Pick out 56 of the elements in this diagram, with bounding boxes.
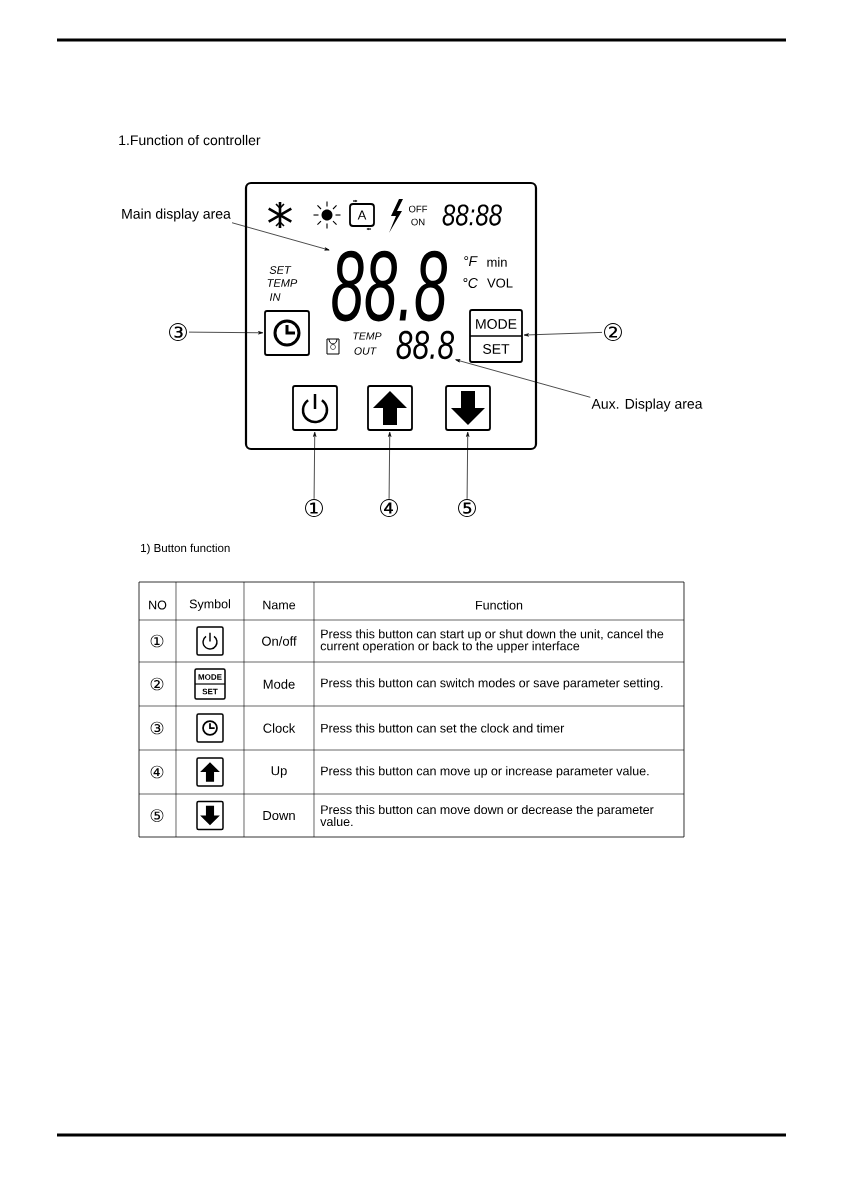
callout-number: ⑤ (458, 499, 476, 517)
callout-number: ④ (380, 499, 398, 517)
up-arrow-button (367, 385, 413, 431)
row-number: ② (150, 677, 164, 691)
button-name: Up (271, 766, 287, 778)
arrow (231, 222, 330, 251)
row-number: ③ (150, 721, 164, 735)
callout-text: Aux. Display area (591, 398, 703, 412)
arrow (188, 331, 264, 335)
mode-set-button: MODE SET (469, 309, 523, 363)
unit-text: °F (464, 256, 478, 266)
button-name: On/off (262, 636, 297, 646)
callout-number: ③ (169, 323, 187, 341)
section-heading: 1.Function of controller (119, 134, 261, 146)
header-text: Function (476, 600, 523, 610)
unit-text: min (487, 257, 507, 267)
display-panel (244, 181, 538, 451)
power-button (292, 385, 338, 431)
unit-text: °C (463, 278, 478, 288)
digit-display: 88.8 (332, 250, 447, 322)
function-text: Press this button can switch modes or save parameter setting. (321, 678, 663, 690)
clock-button (264, 310, 310, 356)
digit-display: 88.8 (396, 330, 454, 360)
button-name: Down (263, 811, 295, 821)
header-text: Name (263, 600, 296, 610)
function-text: Press this button can start up or shut down the unit, cancel the current operation or back to the upper interface (320, 629, 664, 653)
callout-number: ① (305, 499, 323, 517)
row-number: ⑤ (150, 809, 164, 822)
indicator-text: TEMP (267, 279, 298, 287)
status-text: OFF (408, 205, 428, 213)
arrow (523, 332, 603, 337)
arrow (388, 431, 392, 500)
row-number: ④ (150, 765, 164, 779)
status-text: ON (411, 218, 425, 226)
function-text: Press this button can move up or increase parameter value. (321, 766, 649, 778)
indicator-text: IN (269, 293, 281, 301)
function-text: Press this button can set the clock and timer (321, 723, 565, 733)
callout-number: ② (604, 323, 622, 341)
down-arrow-button (445, 385, 491, 431)
header-text: Symbol (189, 599, 230, 611)
button-name: Clock (263, 723, 296, 733)
unit-text: VOL (487, 278, 513, 288)
arrow (466, 431, 470, 500)
header-text: NO (149, 600, 167, 610)
indicator-text: SET (269, 266, 292, 274)
icon-letter: A (357, 210, 367, 220)
row-number: ① (150, 634, 164, 648)
indicator-text: OUT (354, 347, 377, 355)
function-text: Press this button can move down or decrease the parameter value. (320, 804, 654, 827)
arrow (455, 359, 591, 398)
section-heading: 1) Button function (141, 543, 230, 555)
indicator-text: TEMP (353, 332, 382, 340)
arrow (313, 431, 317, 500)
digit-display: 88:88 (442, 204, 502, 226)
button-name: Mode (263, 679, 295, 689)
callout-text: Main display area (122, 208, 231, 222)
